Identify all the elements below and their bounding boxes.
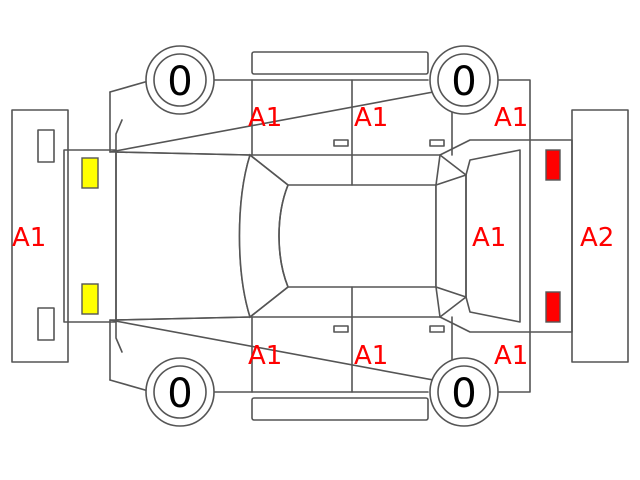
rear-panel xyxy=(529,139,573,333)
left-front-fender xyxy=(109,91,123,153)
grade-trunk: A1 xyxy=(472,223,506,253)
grade-front-bumper: A1 xyxy=(12,223,46,253)
roof-edge-rear-right xyxy=(435,286,441,318)
grade-left-rear-door: A1 xyxy=(354,103,388,133)
grade-right-rear-quarter: A1 xyxy=(494,341,528,371)
wheel-front-left: 0 xyxy=(145,45,215,115)
roof-edge-front-right xyxy=(249,286,289,318)
right-front-door-handle xyxy=(333,325,349,333)
left-front-door-handle xyxy=(333,139,349,147)
front-bumper-fog-light-bottom xyxy=(37,307,55,341)
grade-right-rear-door: A1 xyxy=(354,341,388,371)
grade-rear-bumper: A2 xyxy=(580,223,614,253)
grade-right-front-door: A1 xyxy=(248,341,282,371)
left-side-skirt xyxy=(251,51,429,75)
grade-left-front-door: A1 xyxy=(248,103,282,133)
roof xyxy=(278,184,437,288)
front-light-marker-top xyxy=(81,157,99,189)
trunk-lid xyxy=(465,149,521,323)
rear-window xyxy=(435,173,467,299)
roof-edge-rear-left xyxy=(435,154,441,186)
front-light-marker-bottom xyxy=(81,283,99,315)
right-rear-door-handle xyxy=(429,325,445,333)
wheel-rear-right-value: 0 xyxy=(451,371,476,417)
wheel-front-right-value: 0 xyxy=(167,371,192,417)
right-side-skirt xyxy=(251,397,429,421)
rear-window-edge-bottom xyxy=(439,296,467,318)
wheel-rear-left: 0 xyxy=(429,45,499,115)
roof-edge-front-left xyxy=(249,154,289,186)
right-front-fender xyxy=(109,319,123,381)
rear-light-marker-top xyxy=(545,149,561,181)
wheel-front-right: 0 xyxy=(145,357,215,427)
wheel-rear-right: 0 xyxy=(429,357,499,427)
wheel-front-left-value: 0 xyxy=(167,59,192,105)
rear-light-marker-bottom xyxy=(545,291,561,323)
grade-left-rear-quarter: A1 xyxy=(494,103,528,133)
hood xyxy=(115,151,251,321)
front-bumper xyxy=(11,109,69,363)
wheel-rear-left-value: 0 xyxy=(451,59,476,105)
rear-window-edge-top xyxy=(439,154,467,176)
left-rear-door-handle xyxy=(429,139,445,147)
front-bumper-fog-light-top xyxy=(37,129,55,163)
